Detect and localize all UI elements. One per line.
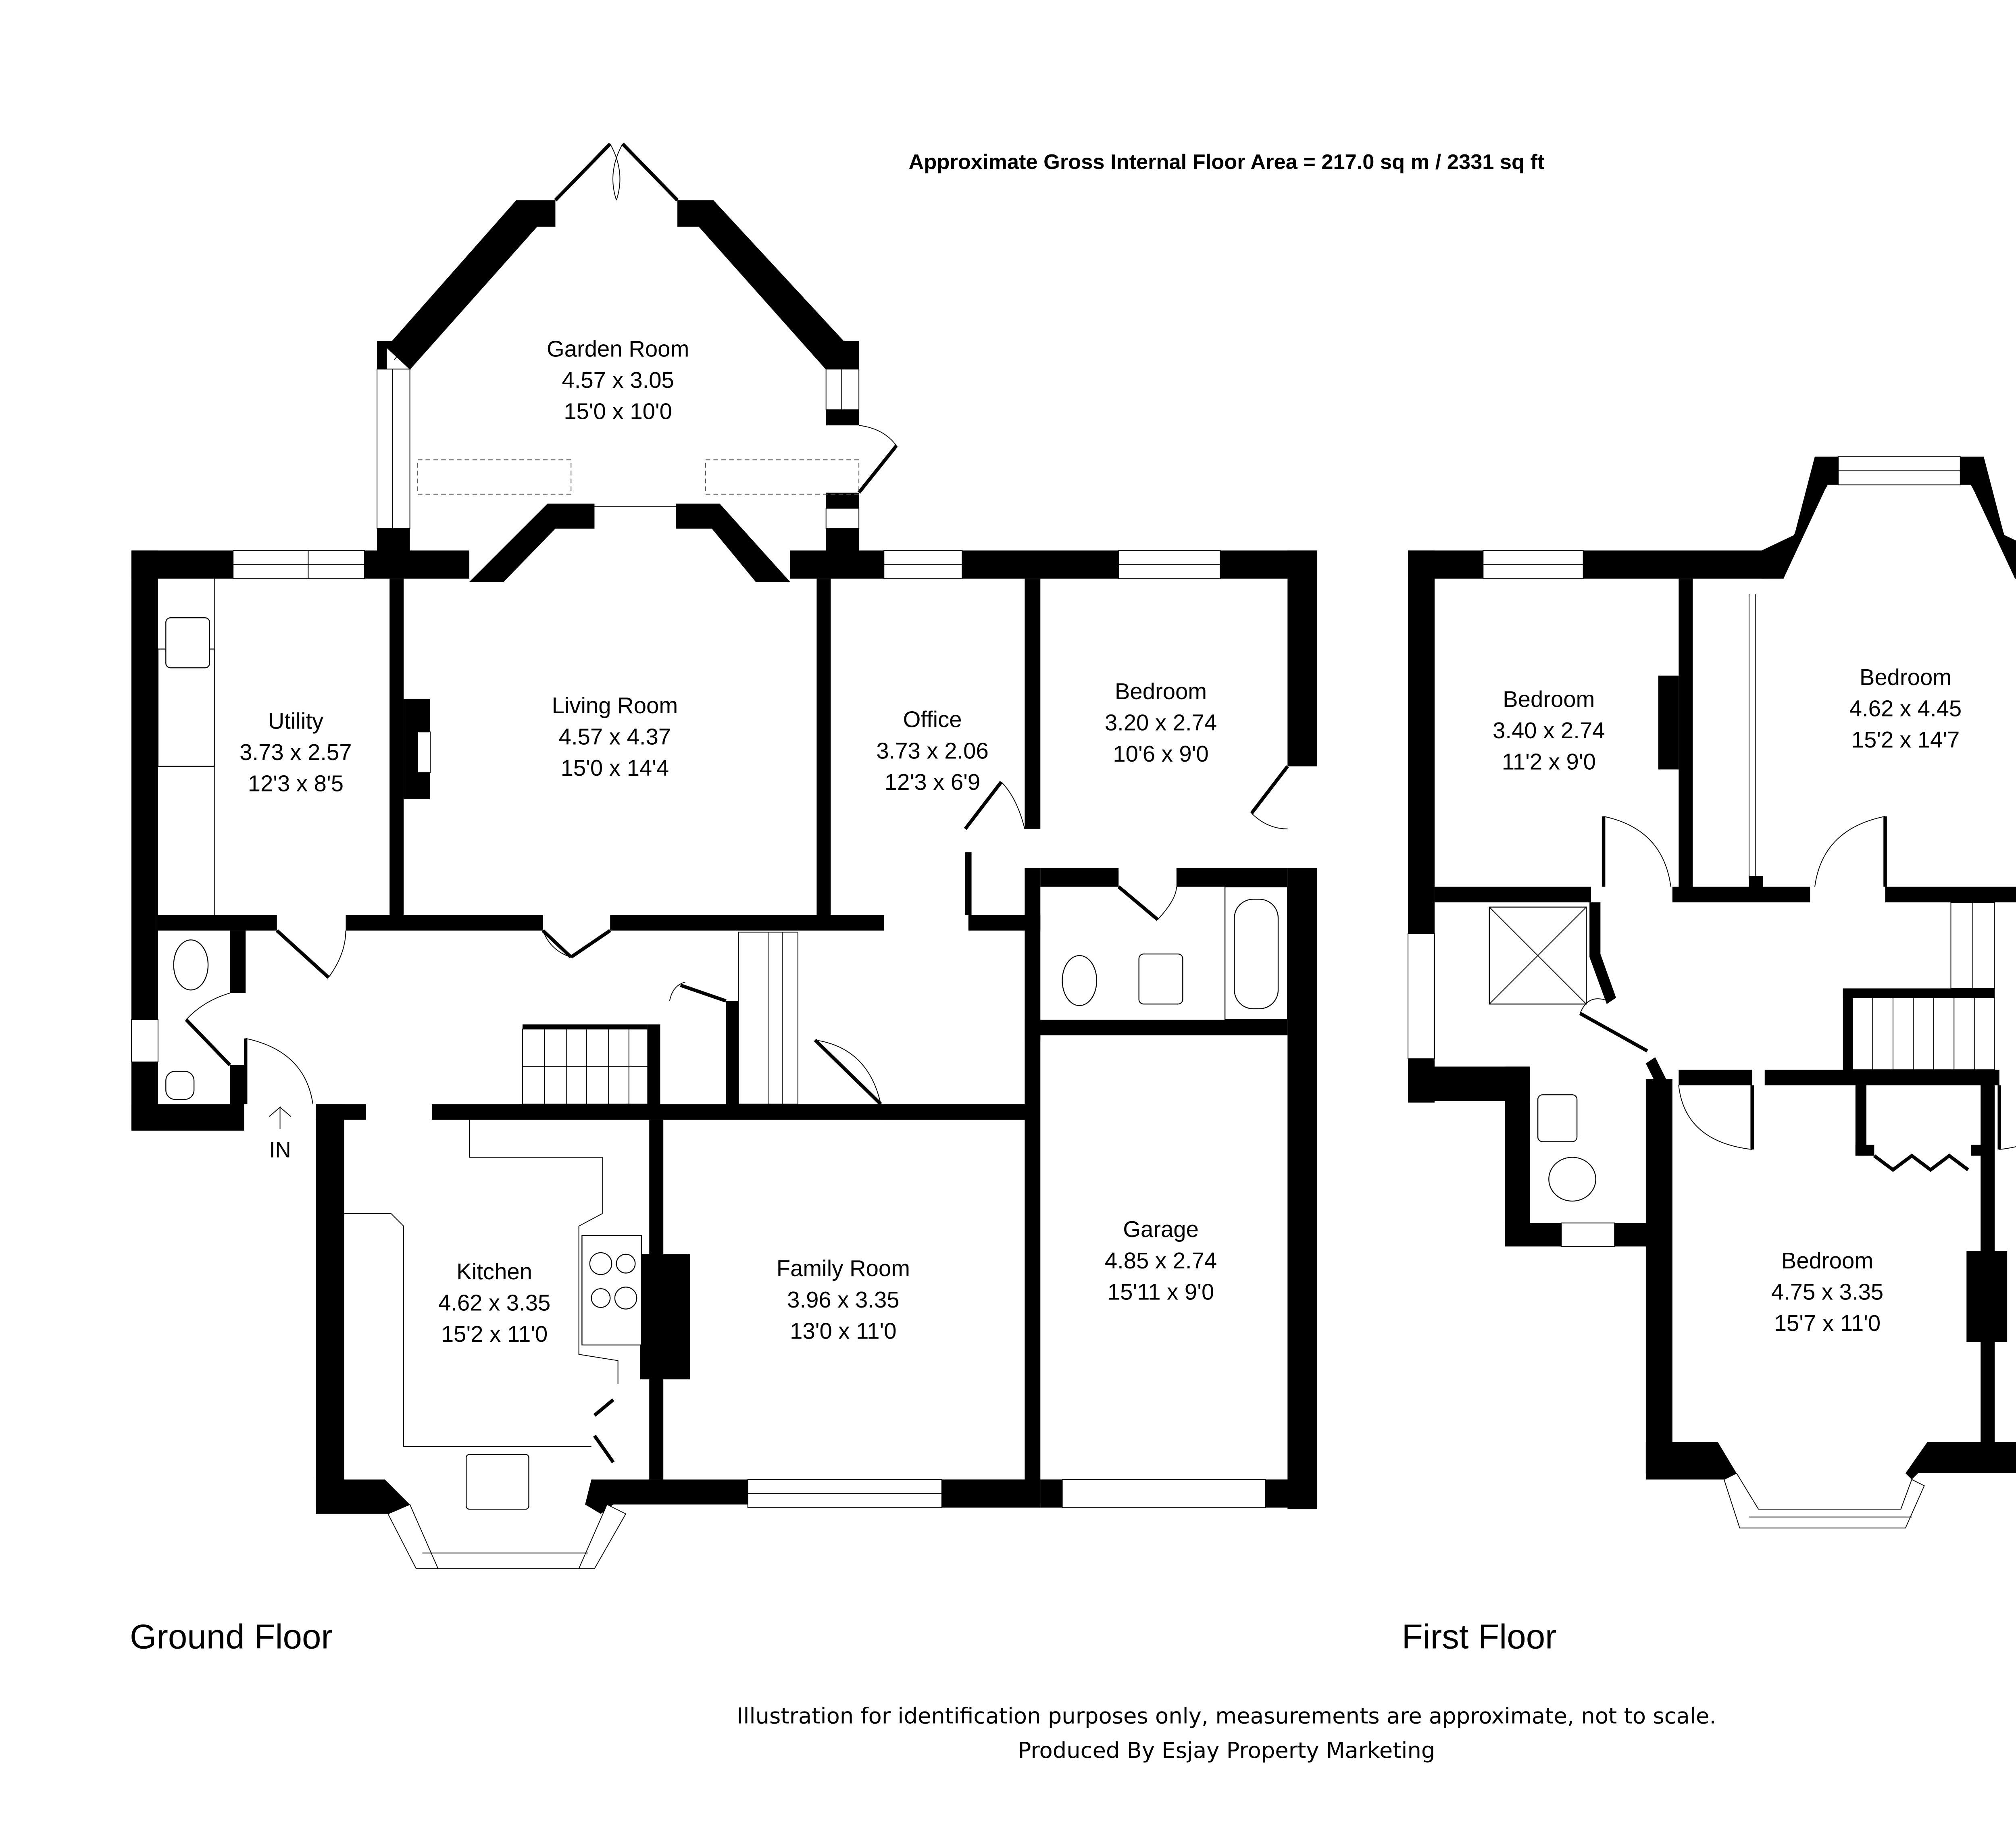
room-imperial: 15'2 x 11'0 <box>441 1321 548 1347</box>
room-metric: 3.73 x 2.06 <box>876 738 988 763</box>
room-name: Bedroom <box>1860 664 1951 690</box>
entrance-marker: IN <box>269 1106 292 1162</box>
room-garden-room: Garden Room 4.57 x 3.05 15'0 x 10'0 <box>547 336 689 424</box>
ground-floor-fixtures <box>157 579 1288 1510</box>
room-name: Bedroom <box>1115 679 1207 704</box>
room-imperial: 15'0 x 14'4 <box>561 755 669 781</box>
room-metric: 3.73 x 2.57 <box>240 739 352 765</box>
bathroom-sink-icon <box>1138 953 1183 1005</box>
room-first-bedroom-4: Bedroom 4.75 x 3.35 15'7 x 11'0 <box>1771 1248 1883 1336</box>
room-imperial: 15'0 x 10'0 <box>564 399 672 424</box>
room-name: Kitchen <box>456 1259 532 1284</box>
room-imperial: 15'7 x 11'0 <box>1774 1310 1881 1336</box>
room-imperial: 12'3 x 8'5 <box>248 771 344 796</box>
first-floor-plan: Bedroom 3.40 x 2.74 11'2 x 9'0 Bedroom 4… <box>1402 456 2016 1656</box>
room-family-room: Family Room 3.96 x 3.35 13'0 x 11'0 <box>777 1256 910 1343</box>
room-metric: 4.57 x 4.37 <box>559 724 671 749</box>
room-imperial: 15'2 x 14'7 <box>1851 727 1960 752</box>
first-floor-label: First Floor <box>1402 1618 1557 1656</box>
room-metric: 4.75 x 3.35 <box>1771 1279 1883 1304</box>
room-imperial: 11'2 x 9'0 <box>1502 749 1596 774</box>
room-garage: Garage 4.85 x 2.74 15'11 x 9'0 <box>1105 1216 1217 1304</box>
utility-sink-icon <box>165 617 210 668</box>
room-metric: 3.40 x 2.74 <box>1493 718 1605 743</box>
ground-floor-stairs <box>522 931 798 1105</box>
room-name: Garden Room <box>547 336 689 361</box>
first-floor-sink-icon <box>1537 1094 1578 1142</box>
wc-basin-icon <box>165 1070 195 1100</box>
room-office: Office 3.73 x 2.06 12'3 x 6'9 <box>876 707 988 795</box>
room-metric: 3.96 x 3.35 <box>787 1287 899 1312</box>
room-imperial: 12'3 x 6'9 <box>885 769 980 795</box>
garden-room-walls <box>377 142 898 582</box>
ground-floor-doors <box>185 765 1289 1464</box>
arrow-up-icon <box>269 1106 292 1129</box>
room-first-bedroom-2: Bedroom 4.62 x 4.45 15'2 x 14'7 <box>1849 664 1962 752</box>
room-name: Utility <box>268 708 324 734</box>
first-floor-toilet-icon <box>1548 1157 1596 1202</box>
room-imperial: 13'0 x 11'0 <box>790 1318 896 1343</box>
room-first-bedroom-1: Bedroom 3.40 x 2.74 11'2 x 9'0 <box>1493 686 1605 774</box>
room-name: Garage <box>1123 1216 1199 1242</box>
kitchen-sink-icon <box>466 1454 529 1510</box>
utility-worktop <box>157 648 215 767</box>
first-floor-stairs <box>1852 902 1995 1070</box>
floor-area-heading: Approximate Gross Internal Floor Area = … <box>909 150 1545 174</box>
disclaimer-text: Illustration for identification purposes… <box>737 1703 1716 1729</box>
first-floor-fixtures <box>1489 906 1596 1202</box>
room-metric: 4.62 x 3.35 <box>438 1290 550 1316</box>
room-metric: 3.20 x 2.74 <box>1105 710 1217 735</box>
bathroom-toilet-icon <box>1062 955 1098 1006</box>
room-name: Bedroom <box>1781 1248 1873 1273</box>
entrance-label: IN <box>269 1137 291 1162</box>
room-utility: Utility 3.73 x 2.57 12'3 x 8'5 <box>240 708 352 796</box>
room-imperial: 10'6 x 9'0 <box>1113 741 1208 766</box>
room-kitchen: Kitchen 4.62 x 3.35 15'2 x 11'0 <box>438 1259 550 1347</box>
room-name: Office <box>903 707 962 732</box>
room-imperial: 15'11 x 9'0 <box>1108 1279 1214 1304</box>
first-floor-doors <box>1579 594 2016 1172</box>
room-metric: 4.62 x 4.45 <box>1849 696 1962 721</box>
room-name: Living Room <box>552 693 678 718</box>
ground-floor-walls <box>131 550 1318 1569</box>
room-metric: 4.85 x 2.74 <box>1105 1248 1217 1273</box>
room-metric: 4.57 x 3.05 <box>562 367 674 393</box>
room-name: Bedroom <box>1503 686 1595 712</box>
producer-credit: Produced By Esjay Property Marketing <box>1018 1738 1435 1763</box>
ground-floor-plan: IN Garden Room 4.57 x 3.05 15'0 x 10'0 U… <box>130 142 1318 1656</box>
wc-toilet-icon <box>173 939 209 991</box>
room-name: Family Room <box>777 1256 910 1281</box>
first-floor-walls <box>1408 456 2016 1528</box>
room-living-room: Living Room 4.57 x 4.37 15'0 x 14'4 <box>552 693 678 781</box>
ground-floor-label: Ground Floor <box>130 1618 333 1656</box>
room-ground-bedroom: Bedroom 3.20 x 2.74 10'6 x 9'0 <box>1105 679 1217 766</box>
